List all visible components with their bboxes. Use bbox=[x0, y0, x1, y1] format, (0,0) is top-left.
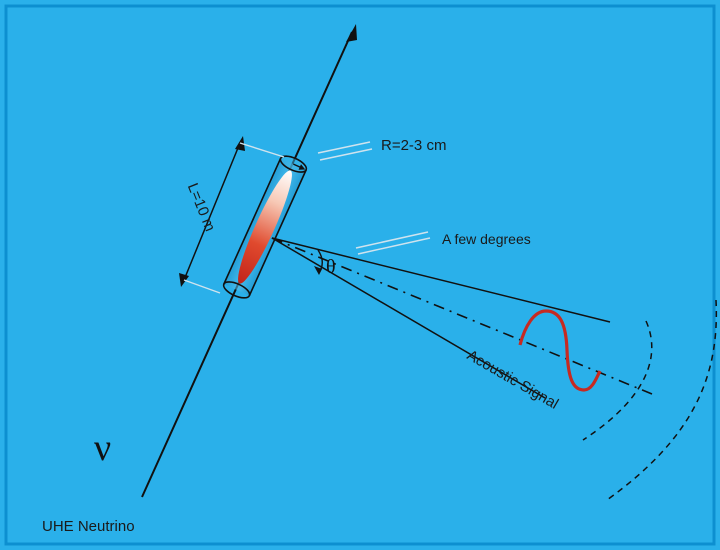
neutrino-caption: UHE Neutrino bbox=[42, 518, 135, 535]
acoustic-wave bbox=[518, 309, 602, 392]
theta-symbol: θ bbox=[326, 256, 336, 278]
cone-axis bbox=[271, 237, 653, 395]
frame bbox=[4, 4, 716, 546]
shower-cylinder bbox=[222, 155, 308, 299]
angle-leader bbox=[355, 231, 431, 255]
length-dimension bbox=[179, 136, 285, 294]
angle-note-label: A few degrees bbox=[442, 231, 531, 247]
cylinder-bottom bbox=[222, 281, 251, 299]
emission-cone bbox=[271, 237, 653, 399]
nu-symbol: ν bbox=[94, 427, 111, 469]
shower-core bbox=[238, 170, 292, 284]
wavefronts bbox=[582, 299, 718, 501]
radius-label: R=2-3 cm bbox=[381, 137, 446, 154]
radius-leader bbox=[317, 141, 373, 161]
trajectory-arrowhead bbox=[346, 24, 357, 42]
